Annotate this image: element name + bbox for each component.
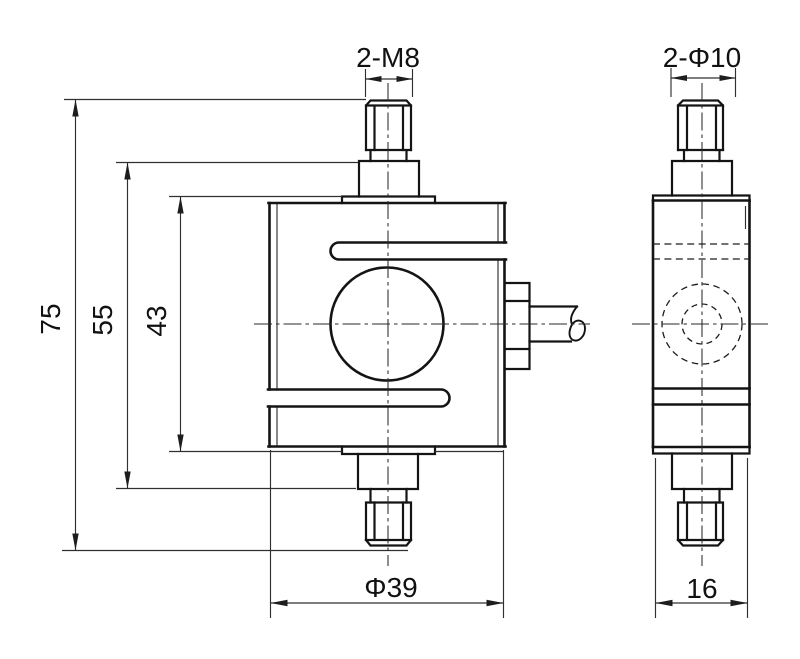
front-top-slot xyxy=(329,241,508,261)
dimension-overall-height-75: 75 xyxy=(35,98,408,552)
side-slot-visible-lines xyxy=(651,387,751,406)
dimension-body-span-43: 43 xyxy=(141,195,504,453)
dimension-thread-2-m8: 2-M8 xyxy=(356,42,420,97)
side-top-stud xyxy=(670,99,734,197)
dim-label-phi39: Φ39 xyxy=(364,572,417,603)
front-bottom-slot xyxy=(266,388,451,408)
front-view xyxy=(254,83,590,566)
side-bottom-stud xyxy=(670,452,734,547)
dim-label-75: 75 xyxy=(35,303,66,334)
dim-label-2-m8: 2-M8 xyxy=(356,42,420,73)
dim-label-43: 43 xyxy=(141,305,172,336)
side-body xyxy=(651,194,751,455)
cable xyxy=(528,305,586,343)
dim-label-55: 55 xyxy=(87,304,118,335)
dimension-boss-span-55: 55 xyxy=(87,161,358,490)
dimension-thread-2-phi10: 2-Φ10 xyxy=(663,42,741,97)
front-top-stud xyxy=(340,99,437,205)
dim-label-2-phi10: 2-Φ10 xyxy=(663,42,741,73)
cable-gland xyxy=(504,281,531,371)
front-body xyxy=(267,201,507,448)
dimension-side-thickness-16: 16 xyxy=(654,458,749,618)
side-view xyxy=(632,83,768,566)
dim-label-16: 16 xyxy=(686,573,717,604)
side-slot-hidden-lines xyxy=(653,243,750,260)
dimension-body-width-phi39: Φ39 xyxy=(269,450,505,618)
cable-break-symbol xyxy=(568,319,586,342)
